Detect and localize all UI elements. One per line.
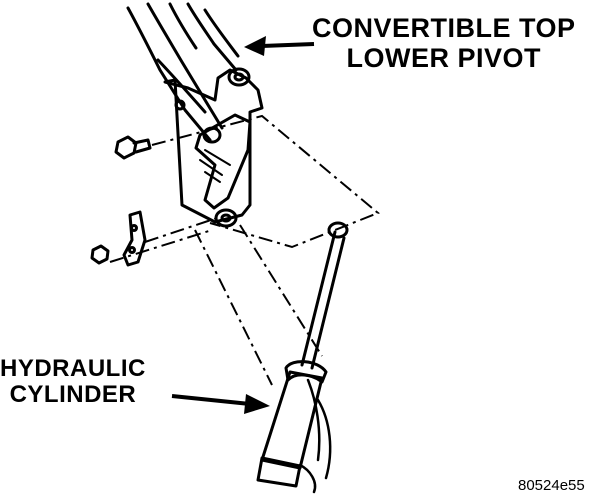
label-line-1: CONVERTIBLE TOP	[312, 13, 576, 43]
rod-end-eye	[327, 221, 349, 239]
cylinder-body	[256, 360, 332, 494]
clip-hole-lower	[128, 246, 136, 254]
pivot-link-plate	[194, 113, 252, 210]
upper-pivot-bushing	[227, 67, 251, 87]
hydraulic-cylinder-label: HYDRAULIC CYLINDER	[0, 355, 146, 409]
clip-hole-upper	[130, 224, 138, 232]
bracket-ribs	[199, 149, 231, 183]
label-line-1: HYDRAULIC	[0, 355, 146, 382]
label-line-2: LOWER PIVOT	[346, 42, 542, 73]
mounting-clip	[122, 210, 147, 267]
label-line-2: CYLINDER	[9, 381, 137, 409]
alignment-lines	[109, 114, 380, 386]
upper-pivot-hole	[233, 72, 245, 82]
hex-bolt	[114, 135, 152, 160]
figure-code: 80524e55	[518, 477, 585, 494]
hex-nut	[90, 244, 110, 265]
arrow-to-cylinder	[171, 394, 270, 414]
arrow-to-pivot	[244, 36, 315, 56]
center-pivot-bushing	[202, 126, 222, 144]
top-linkage-arm	[126, 2, 240, 142]
convertible-top-lower-pivot-label: CONVERTIBLE TOP LOWER PIVOT	[312, 13, 576, 73]
mounting-bracket-plate	[163, 68, 264, 224]
lower-pivot-hole	[220, 213, 232, 223]
cylinder-rod	[300, 230, 346, 370]
bracket-stud	[174, 99, 186, 111]
